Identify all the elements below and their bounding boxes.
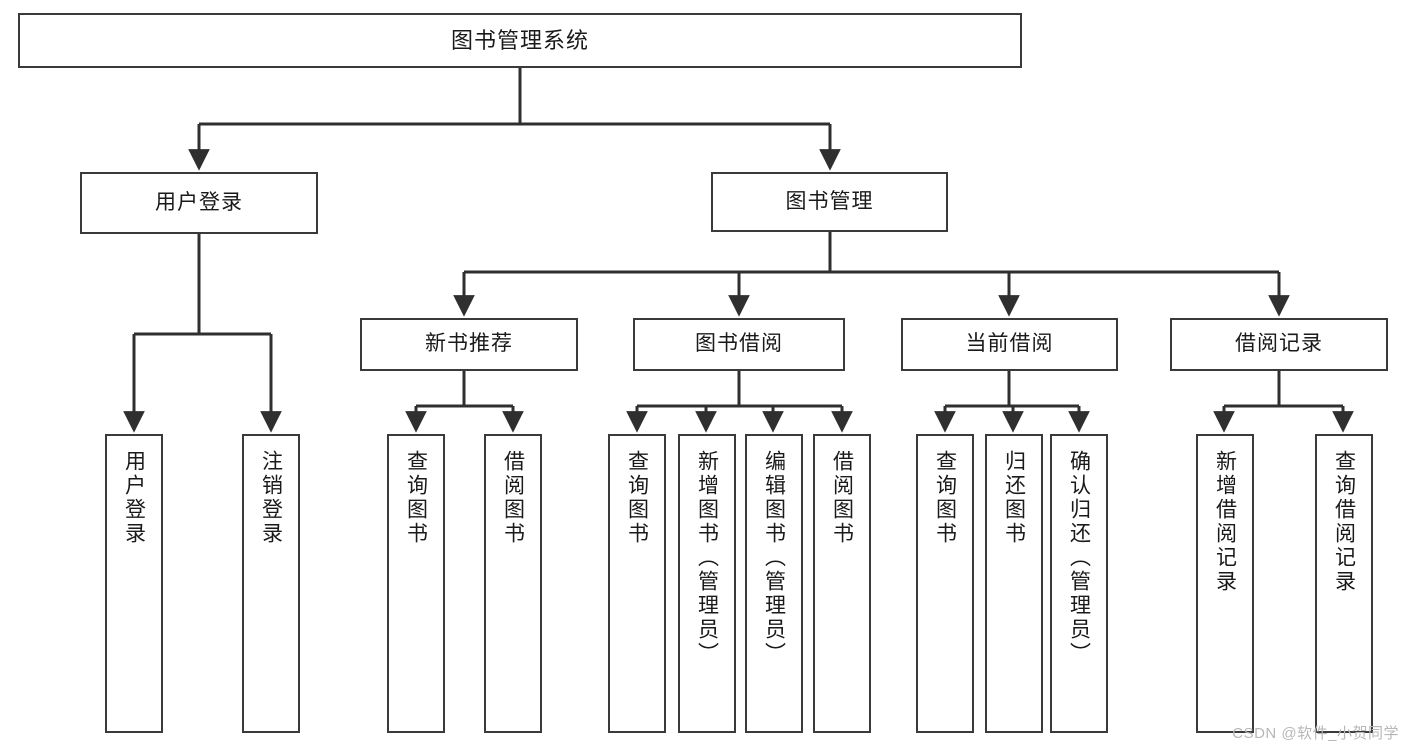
node-leaf-query-book-3[interactable]: 查询图书	[916, 434, 974, 733]
node-leaf-user-login-label: 用户登录	[122, 450, 146, 546]
node-leaf-query-book-3-label: 查询图书	[933, 450, 957, 546]
node-leaf-borrow-book-2[interactable]: 借阅图书	[813, 434, 871, 733]
node-book-borrow-label: 图书借阅	[695, 332, 783, 356]
node-leaf-query-book-1[interactable]: 查询图书	[387, 434, 445, 733]
node-leaf-query-book-2[interactable]: 查询图书	[608, 434, 666, 733]
node-book-manage-label: 图书管理	[785, 189, 874, 213]
node-current-borrow[interactable]: 当前借阅	[901, 318, 1118, 371]
node-leaf-borrow-book-1-label: 借阅图书	[501, 450, 525, 546]
node-leaf-user-login[interactable]: 用户登录	[105, 434, 163, 733]
node-root-label: 图书管理系统	[450, 27, 589, 53]
node-new-book-rec-label: 新书推荐	[425, 332, 513, 356]
node-root[interactable]: 图书管理系统	[18, 13, 1022, 68]
watermark-text: CSDN @软件_小贺同学	[1232, 725, 1399, 742]
node-book-manage[interactable]: 图书管理	[711, 172, 948, 232]
node-leaf-confirm-return-label: 确认归还（管理员）	[1067, 450, 1091, 666]
node-leaf-query-record[interactable]: 查询借阅记录	[1315, 434, 1373, 733]
node-leaf-add-record[interactable]: 新增借阅记录	[1196, 434, 1254, 733]
node-leaf-return-book[interactable]: 归还图书	[985, 434, 1043, 733]
node-leaf-edit-book-label: 编辑图书（管理员）	[762, 450, 786, 666]
node-leaf-confirm-return[interactable]: 确认归还（管理员）	[1050, 434, 1108, 733]
node-leaf-user-logout-label: 注销登录	[259, 450, 283, 546]
node-user-login-label: 用户登录	[155, 190, 243, 214]
node-current-borrow-label: 当前借阅	[965, 332, 1054, 356]
node-book-borrow[interactable]: 图书借阅	[633, 318, 845, 371]
node-leaf-query-record-label: 查询借阅记录	[1332, 450, 1356, 594]
node-leaf-return-book-label: 归还图书	[1002, 450, 1026, 546]
node-borrow-record-label: 借阅记录	[1235, 332, 1323, 356]
node-leaf-add-record-label: 新增借阅记录	[1213, 450, 1237, 594]
node-leaf-query-book-2-label: 查询图书	[625, 450, 649, 546]
node-leaf-add-book-label: 新增图书（管理员）	[695, 450, 719, 666]
node-leaf-edit-book[interactable]: 编辑图书（管理员）	[745, 434, 803, 733]
node-borrow-record[interactable]: 借阅记录	[1170, 318, 1388, 371]
node-user-login[interactable]: 用户登录	[80, 172, 318, 234]
node-leaf-add-book[interactable]: 新增图书（管理员）	[678, 434, 736, 733]
node-new-book-rec[interactable]: 新书推荐	[360, 318, 578, 371]
node-leaf-query-book-1-label: 查询图书	[404, 450, 428, 546]
node-leaf-borrow-book-1[interactable]: 借阅图书	[484, 434, 542, 733]
node-leaf-user-logout[interactable]: 注销登录	[242, 434, 300, 733]
node-leaf-borrow-book-2-label: 借阅图书	[830, 450, 854, 546]
